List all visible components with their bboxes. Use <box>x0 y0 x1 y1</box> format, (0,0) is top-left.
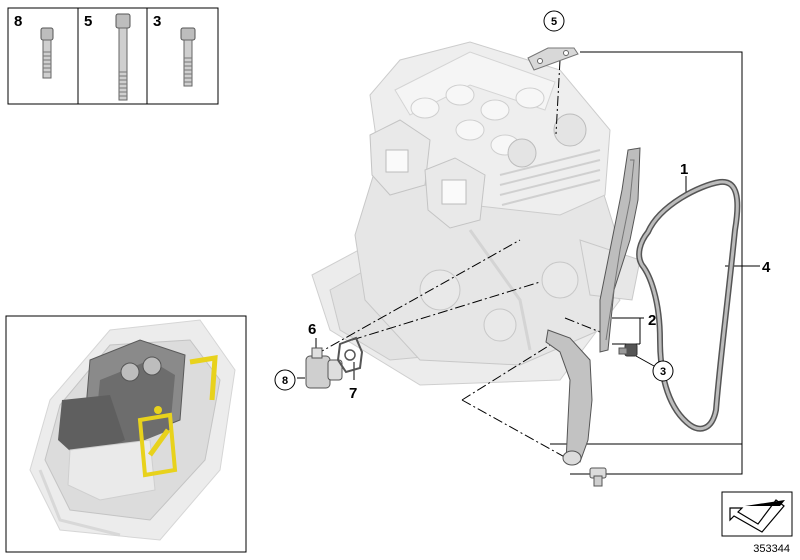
engine-block-illustration <box>311 41 641 386</box>
legend-label-1: 8 <box>14 13 22 30</box>
bolt-8-icon <box>40 27 54 79</box>
intake-ports <box>369 119 486 229</box>
pivot-bolt-part <box>589 467 607 487</box>
direction-arrow-icon <box>729 499 785 533</box>
engine-overview-image <box>29 319 236 541</box>
rail-bolt-part <box>618 343 638 357</box>
leader-lines <box>297 51 760 475</box>
callout-2: 2 <box>648 312 656 329</box>
callout-1: 1 <box>680 161 688 178</box>
callout-6: 6 <box>308 321 316 338</box>
legend-label-2: 5 <box>84 13 92 30</box>
bracket-part <box>527 47 579 71</box>
callout-8: 8 <box>282 375 288 387</box>
callout-labels: 1 2 4 6 7 5 3 8 <box>274 10 771 402</box>
callout-5: 5 <box>551 16 557 28</box>
legend-label-3: 3 <box>153 13 161 30</box>
callout-7: 7 <box>349 385 357 402</box>
bolt-legend: 8 5 3 <box>7 7 219 105</box>
callout-3: 3 <box>660 366 666 378</box>
callout-4: 4 <box>762 259 771 276</box>
gasket-part <box>336 336 364 374</box>
timing-chain-part <box>636 178 741 432</box>
bolt-5-icon <box>115 13 131 101</box>
bolt-3-icon <box>180 27 196 87</box>
orientation-arrow-box <box>721 491 793 537</box>
reference-number: 353344 <box>753 543 790 555</box>
tensioner-rail-part <box>545 329 593 466</box>
guide-rail-part <box>599 147 641 353</box>
overview-inset <box>5 315 247 553</box>
chain-tensioner-part <box>305 347 343 389</box>
